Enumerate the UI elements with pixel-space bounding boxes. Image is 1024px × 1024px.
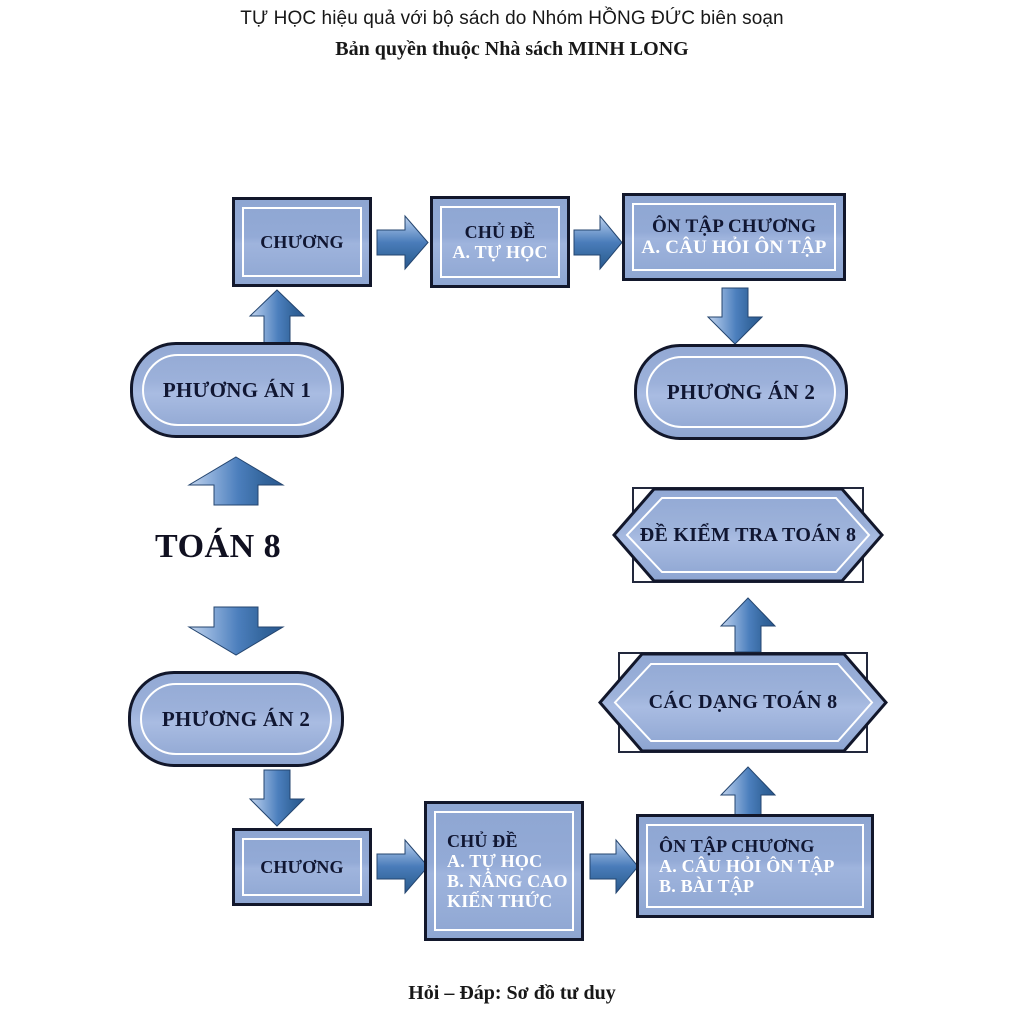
- node-bottom-ontap-chuong-inner: ÔN TẬP CHƯƠNG A. CÂU HỎI ÔN TẬP B. BÀI T…: [646, 824, 864, 908]
- node-phuong-an-2-right-label: PHƯƠNG ÁN 2: [666, 379, 816, 404]
- node-de-kiem-tra-label: ĐỀ KIỂM TRA TOÁN 8: [639, 523, 857, 546]
- node-top-chuong-inner: CHƯƠNG: [242, 207, 362, 277]
- node-phuong-an-1[interactable]: PHƯƠNG ÁN 1: [130, 342, 344, 438]
- node-phuong-an-1-inner: PHƯƠNG ÁN 1: [142, 354, 332, 426]
- node-top-chude-line-2: A. TỰ HỌC: [452, 242, 548, 262]
- node-top-ontap-chuong[interactable]: ÔN TẬP CHƯƠNG A. CÂU HỎI ÔN TẬP: [622, 193, 846, 281]
- node-de-kiem-tra-shape: [612, 487, 884, 583]
- node-top-chude[interactable]: CHỦ ĐỀ A. TỰ HỌC: [430, 196, 570, 288]
- node-bottom-chude[interactable]: CHỦ ĐỀ A. TỰ HỌC B. NÂNG CAO KIẾN THỨC: [424, 801, 584, 941]
- node-bottom-ontap-line-3: B. BÀI TẬP: [659, 876, 755, 897]
- arrow-top-chude-to-ontap: [573, 214, 623, 271]
- node-de-kiem-tra[interactable]: ĐỀ KIỂM TRA TOÁN 8: [612, 487, 884, 583]
- node-phuong-an-2-right[interactable]: PHƯƠNG ÁN 2: [634, 344, 848, 440]
- arrow-ontap-to-phuongan2: [706, 287, 764, 345]
- node-top-ontap-line-2: A. CÂU HỎI ÔN TẬP: [641, 237, 827, 258]
- node-bottom-chude-line-1: CHỦ ĐỀ: [447, 830, 518, 851]
- node-top-chuong[interactable]: CHƯƠNG: [232, 197, 372, 287]
- node-cac-dang-toan-8[interactable]: CÁC DẠNG TOÁN 8: [598, 652, 888, 753]
- node-top-chuong-line-1: CHƯƠNG: [260, 231, 344, 252]
- center-label-toan-8: TOÁN 8: [155, 528, 282, 565]
- node-bottom-chude-line-2: A. TỰ HỌC: [447, 850, 543, 871]
- header-line-1: TỰ HỌC hiệu quả với bộ sách do Nhóm HỒNG…: [240, 8, 784, 29]
- node-phuong-an-2-left-inner: PHƯƠNG ÁN 2: [140, 683, 332, 755]
- arrow-bottom-chuong-to-chude: [376, 838, 429, 895]
- node-phuong-an-1-label: PHƯƠNG ÁN 1: [162, 377, 312, 402]
- node-bottom-chude-line-4: KIẾN THỨC: [447, 891, 553, 912]
- node-bottom-chuong-line-1: CHƯƠNG: [260, 856, 344, 877]
- arrow-cacdang-to-dekiemtra: [719, 597, 777, 653]
- node-phuong-an-2-left[interactable]: PHƯƠNG ÁN 2: [128, 671, 344, 767]
- arrow-phuongan2-to-chuong-bottom: [248, 769, 306, 827]
- node-phuong-an-2-right-inner: PHƯƠNG ÁN 2: [646, 356, 836, 428]
- arrow-phuongan1-to-chuong: [248, 289, 306, 345]
- node-top-ontap-chuong-inner: ÔN TẬP CHƯƠNG A. CÂU HỎI ÔN TẬP: [632, 203, 836, 271]
- node-bottom-chude-line-3: B. NÂNG CAO: [447, 871, 568, 891]
- node-bottom-chuong-inner: CHƯƠNG: [242, 838, 362, 896]
- node-cac-dang-label: CÁC DẠNG TOÁN 8: [648, 691, 838, 713]
- node-bottom-chuong[interactable]: CHƯƠNG: [232, 828, 372, 906]
- header-line-2: Bản quyền thuộc Nhà sách MINH LONG: [335, 38, 689, 60]
- node-top-chude-inner: CHỦ ĐỀ A. TỰ HỌC: [440, 206, 560, 278]
- node-phuong-an-2-left-label: PHƯƠNG ÁN 2: [161, 706, 311, 731]
- node-cac-dang-shape: [598, 652, 888, 753]
- arrow-toan8-to-phuongan1: [187, 456, 285, 506]
- arrow-toan8-to-phuongan2: [187, 606, 285, 656]
- footer-caption: Hỏi – Đáp: Sơ đồ tư duy: [408, 982, 616, 1004]
- node-top-chude-line-1: CHỦ ĐỀ: [464, 221, 536, 242]
- node-bottom-ontap-line-1: ÔN TẬP CHƯƠNG: [659, 835, 815, 856]
- arrow-bottom-chude-to-ontap: [589, 838, 639, 895]
- node-bottom-chude-inner: CHỦ ĐỀ A. TỰ HỌC B. NÂNG CAO KIẾN THỨC: [434, 811, 574, 931]
- arrow-top-chuong-to-chude: [376, 214, 429, 271]
- node-top-ontap-line-1: ÔN TẬP CHƯƠNG: [651, 215, 817, 237]
- node-bottom-ontap-chuong[interactable]: ÔN TẬP CHƯƠNG A. CÂU HỎI ÔN TẬP B. BÀI T…: [636, 814, 874, 918]
- node-bottom-ontap-line-2: A. CÂU HỎI ÔN TẬP: [659, 855, 835, 876]
